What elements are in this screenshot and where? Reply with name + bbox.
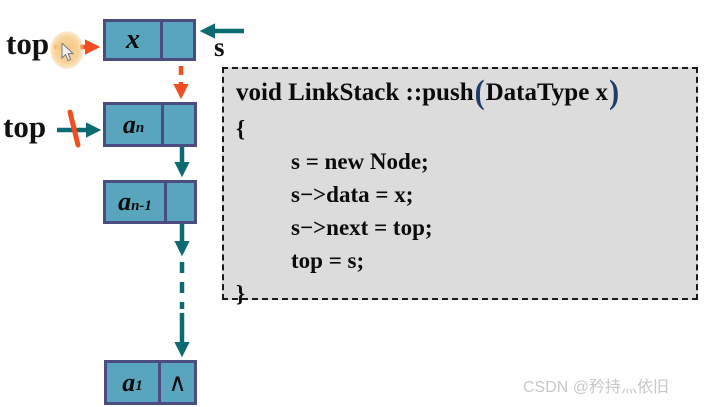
code-line-open-brace: { [236, 116, 246, 141]
code-title-line: void LinkStack ::push(DataType x) [236, 74, 688, 112]
node-label: x [126, 24, 140, 55]
null-symbol: ∧ [168, 369, 187, 397]
node-a1-pointer-cell: ∧ [158, 363, 194, 402]
top-pointer-old-label: top [3, 109, 47, 144]
node-label: a [122, 367, 136, 397]
push-code-box: void LinkStack ::push(DataType x) { s = … [222, 67, 698, 306]
code-title-pre: void LinkStack ::push [236, 79, 474, 106]
code-title-args: DataType x [485, 79, 609, 106]
top-pointer-new-label: top [6, 26, 50, 61]
node-label: a [118, 187, 132, 216]
node-label-subscript: n [135, 120, 145, 136]
s-pointer-label: s [214, 32, 225, 62]
code-line-set-top: top = s; [291, 248, 365, 273]
code-line-set-next: s−>next = top; [291, 215, 433, 240]
open-paren: ( [474, 73, 485, 111]
csdn-watermark: CSDN @矜持灬依旧 [523, 379, 670, 396]
code-line-close-brace: } [236, 281, 246, 306]
code-line-set-data: s−>data = x; [291, 182, 414, 207]
mouse-cursor-icon [61, 43, 75, 62]
node-label-subscript: 1 [135, 378, 143, 394]
cross-out-slash [67, 109, 81, 148]
node-new-x-data-cell: x [106, 22, 160, 58]
node-label-subscript: n-1 [131, 197, 152, 214]
close-paren: ) [609, 73, 620, 111]
node-an-pointer-cell [161, 105, 194, 144]
node-new-x-pointer-cell [160, 22, 193, 58]
node-new-x: x [103, 19, 196, 61]
node-label: a [122, 109, 136, 139]
node-an-minus-1-pointer-cell [164, 183, 194, 221]
code-line-new-node: s = new Node; [291, 149, 429, 174]
